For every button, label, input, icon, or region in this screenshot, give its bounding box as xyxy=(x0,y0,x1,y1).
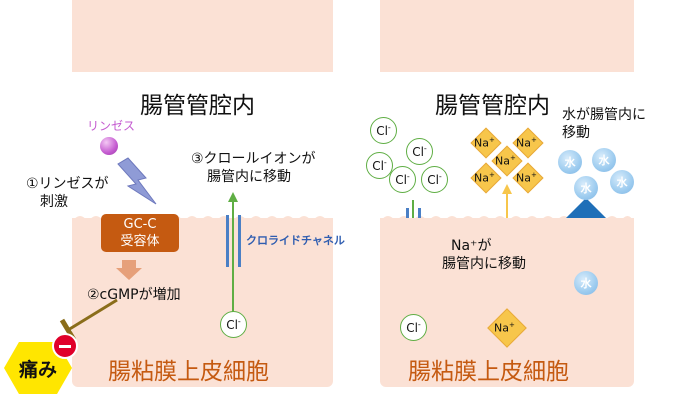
lumen-tissue-right xyxy=(380,0,634,72)
water-molecule-icon: 水 xyxy=(592,148,616,172)
receptor-line1: GC-C xyxy=(123,217,157,232)
step3-line2: 腸管内に移動 xyxy=(207,169,291,185)
epithelial-cell-right xyxy=(380,218,634,387)
chloride-ion: Cl- xyxy=(389,166,416,193)
chloride-channel-bar xyxy=(226,215,229,267)
arrow-head-icon xyxy=(228,192,238,202)
chloride-ion: Cl- xyxy=(400,314,427,341)
drug-label: リンゼス xyxy=(87,119,136,133)
chloride-ion: Cl- xyxy=(220,311,247,338)
lumen-title-left: 腸管管腔内 xyxy=(140,93,255,119)
cell-label-left: 腸粘膜上皮細胞 xyxy=(108,359,269,385)
lumen-tissue-left xyxy=(72,0,333,72)
water-molecule-icon: 水 xyxy=(610,170,634,194)
cell-label-right: 腸粘膜上皮細胞 xyxy=(408,359,569,385)
step3-line1: ③クロールイオンが xyxy=(191,151,316,167)
water-molecule-icon: 水 xyxy=(574,176,598,200)
gcc-receptor: GC-C 受容体 xyxy=(101,214,179,252)
down-arrow-icon xyxy=(116,260,142,280)
chloride-ion: Cl- xyxy=(421,166,448,193)
drug-molecule-icon xyxy=(100,137,118,155)
stop-icon xyxy=(52,333,78,359)
sodium-ion-label: Na+ xyxy=(474,171,495,185)
lumen-title-right: 腸管管腔内 xyxy=(435,93,550,119)
chloride-ion: Cl- xyxy=(370,117,397,144)
step1-line1: ①リンゼスが xyxy=(26,176,109,192)
step2-label: ②cGMPが増加 xyxy=(87,287,181,303)
chloride-channel-bar xyxy=(238,215,241,267)
inhibition-line xyxy=(67,298,118,332)
sodium-ion-label: Na+ xyxy=(494,321,515,335)
water-molecule-icon: 水 xyxy=(558,150,582,174)
water-move-line2: 移動 xyxy=(562,125,590,141)
sodium-ion-label: Na+ xyxy=(495,154,516,168)
sodium-ion-label: Na+ xyxy=(516,171,537,185)
chloride-channel-label: クロライドチャネル xyxy=(246,234,345,247)
na-move-line2: 腸管内に移動 xyxy=(442,256,526,272)
sodium-ion-label: Na+ xyxy=(516,136,537,150)
lightning-bolt-icon xyxy=(117,157,157,205)
water-molecule-icon: 水 xyxy=(574,271,598,295)
step1-line2: 刺激 xyxy=(40,194,68,210)
chloride-ion: Cl- xyxy=(406,138,433,165)
chloride-ion: Cl- xyxy=(366,152,393,179)
arrow-head-icon xyxy=(502,184,512,194)
water-move-line1: 水が腸管内に xyxy=(562,107,646,123)
sodium-ion-label: Na+ xyxy=(474,136,495,150)
na-move-line1: Na⁺が xyxy=(451,238,492,254)
receptor-line2: 受容体 xyxy=(120,234,160,249)
